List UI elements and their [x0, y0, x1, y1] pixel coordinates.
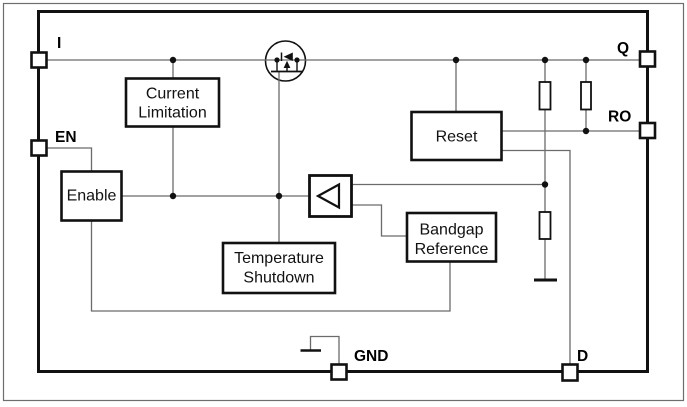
block-bandgap-reference: Bandgap Reference	[405, 211, 498, 263]
block-box	[405, 211, 498, 263]
block-label: Shutdown	[243, 270, 314, 287]
function-blocks: Current Limitation Enable Reset Temperat…	[60, 77, 503, 295]
junction-dot	[541, 181, 549, 188]
pin-squares	[30, 50, 657, 382]
pin-label-gnd: GND	[354, 348, 388, 365]
block-label: Limitation	[138, 105, 206, 122]
block-label: Current	[146, 86, 200, 103]
outer-frame	[2, 2, 685, 402]
block-label: Temperature	[234, 250, 324, 267]
pin-square-q	[638, 50, 657, 68]
junction-dot	[582, 127, 590, 135]
junction-dot	[169, 192, 177, 200]
resistor-icon	[538, 81, 552, 111]
block-label: Bandgap	[419, 222, 483, 239]
body-arrow-icon	[283, 60, 291, 68]
comparator-icon	[315, 182, 341, 210]
resistor-group	[538, 81, 592, 240]
pin-label-i: I	[57, 35, 61, 52]
pin-square-gnd	[330, 363, 348, 381]
resistor-icon	[538, 211, 552, 240]
block-box	[124, 77, 221, 128]
block-current-limitation: Current Limitation	[124, 77, 221, 128]
wire-enable-to-bandgap	[90, 220, 451, 312]
block-enable: Enable	[60, 170, 123, 222]
pin-square-d	[561, 363, 579, 382]
block-box	[410, 110, 503, 162]
wire-amp-to-bandgap	[352, 204, 407, 237]
block-reset: Reset	[410, 110, 503, 162]
block-label: Enable	[67, 188, 117, 205]
pin-label-q: Q	[617, 40, 629, 57]
junction-dots	[169, 56, 590, 200]
junction-dot	[541, 56, 549, 64]
block-label: Reset	[436, 129, 478, 146]
wire-en-pin	[47, 147, 93, 172]
pin-square-en	[30, 139, 48, 157]
pin-square-ro	[638, 121, 657, 140]
block-box	[60, 170, 123, 222]
pin-square-i	[30, 51, 48, 69]
pass-transistor-icon	[264, 40, 307, 82]
block-box	[221, 241, 337, 295]
pin-label-d: D	[577, 348, 588, 365]
junction-dot	[582, 56, 590, 64]
pin-label-en: EN	[55, 129, 77, 146]
error-amplifier	[308, 174, 353, 218]
pass-transistor-symbol	[271, 52, 303, 73]
junction-dot	[169, 56, 177, 64]
pin-label-ro: RO	[608, 109, 631, 126]
block-label: Reference	[415, 241, 489, 258]
pin-labels: I EN Q RO GND D	[55, 35, 631, 365]
wire-reset-to-d	[502, 149, 571, 365]
junction-dot	[452, 56, 460, 64]
wire-gnd-substrate	[309, 335, 340, 365]
body-diode-icon	[283, 52, 293, 61]
block-temperature-shutdown: Temperature Shutdown	[221, 241, 337, 295]
resistor-icon	[580, 81, 592, 111]
junction-dot	[275, 192, 283, 200]
